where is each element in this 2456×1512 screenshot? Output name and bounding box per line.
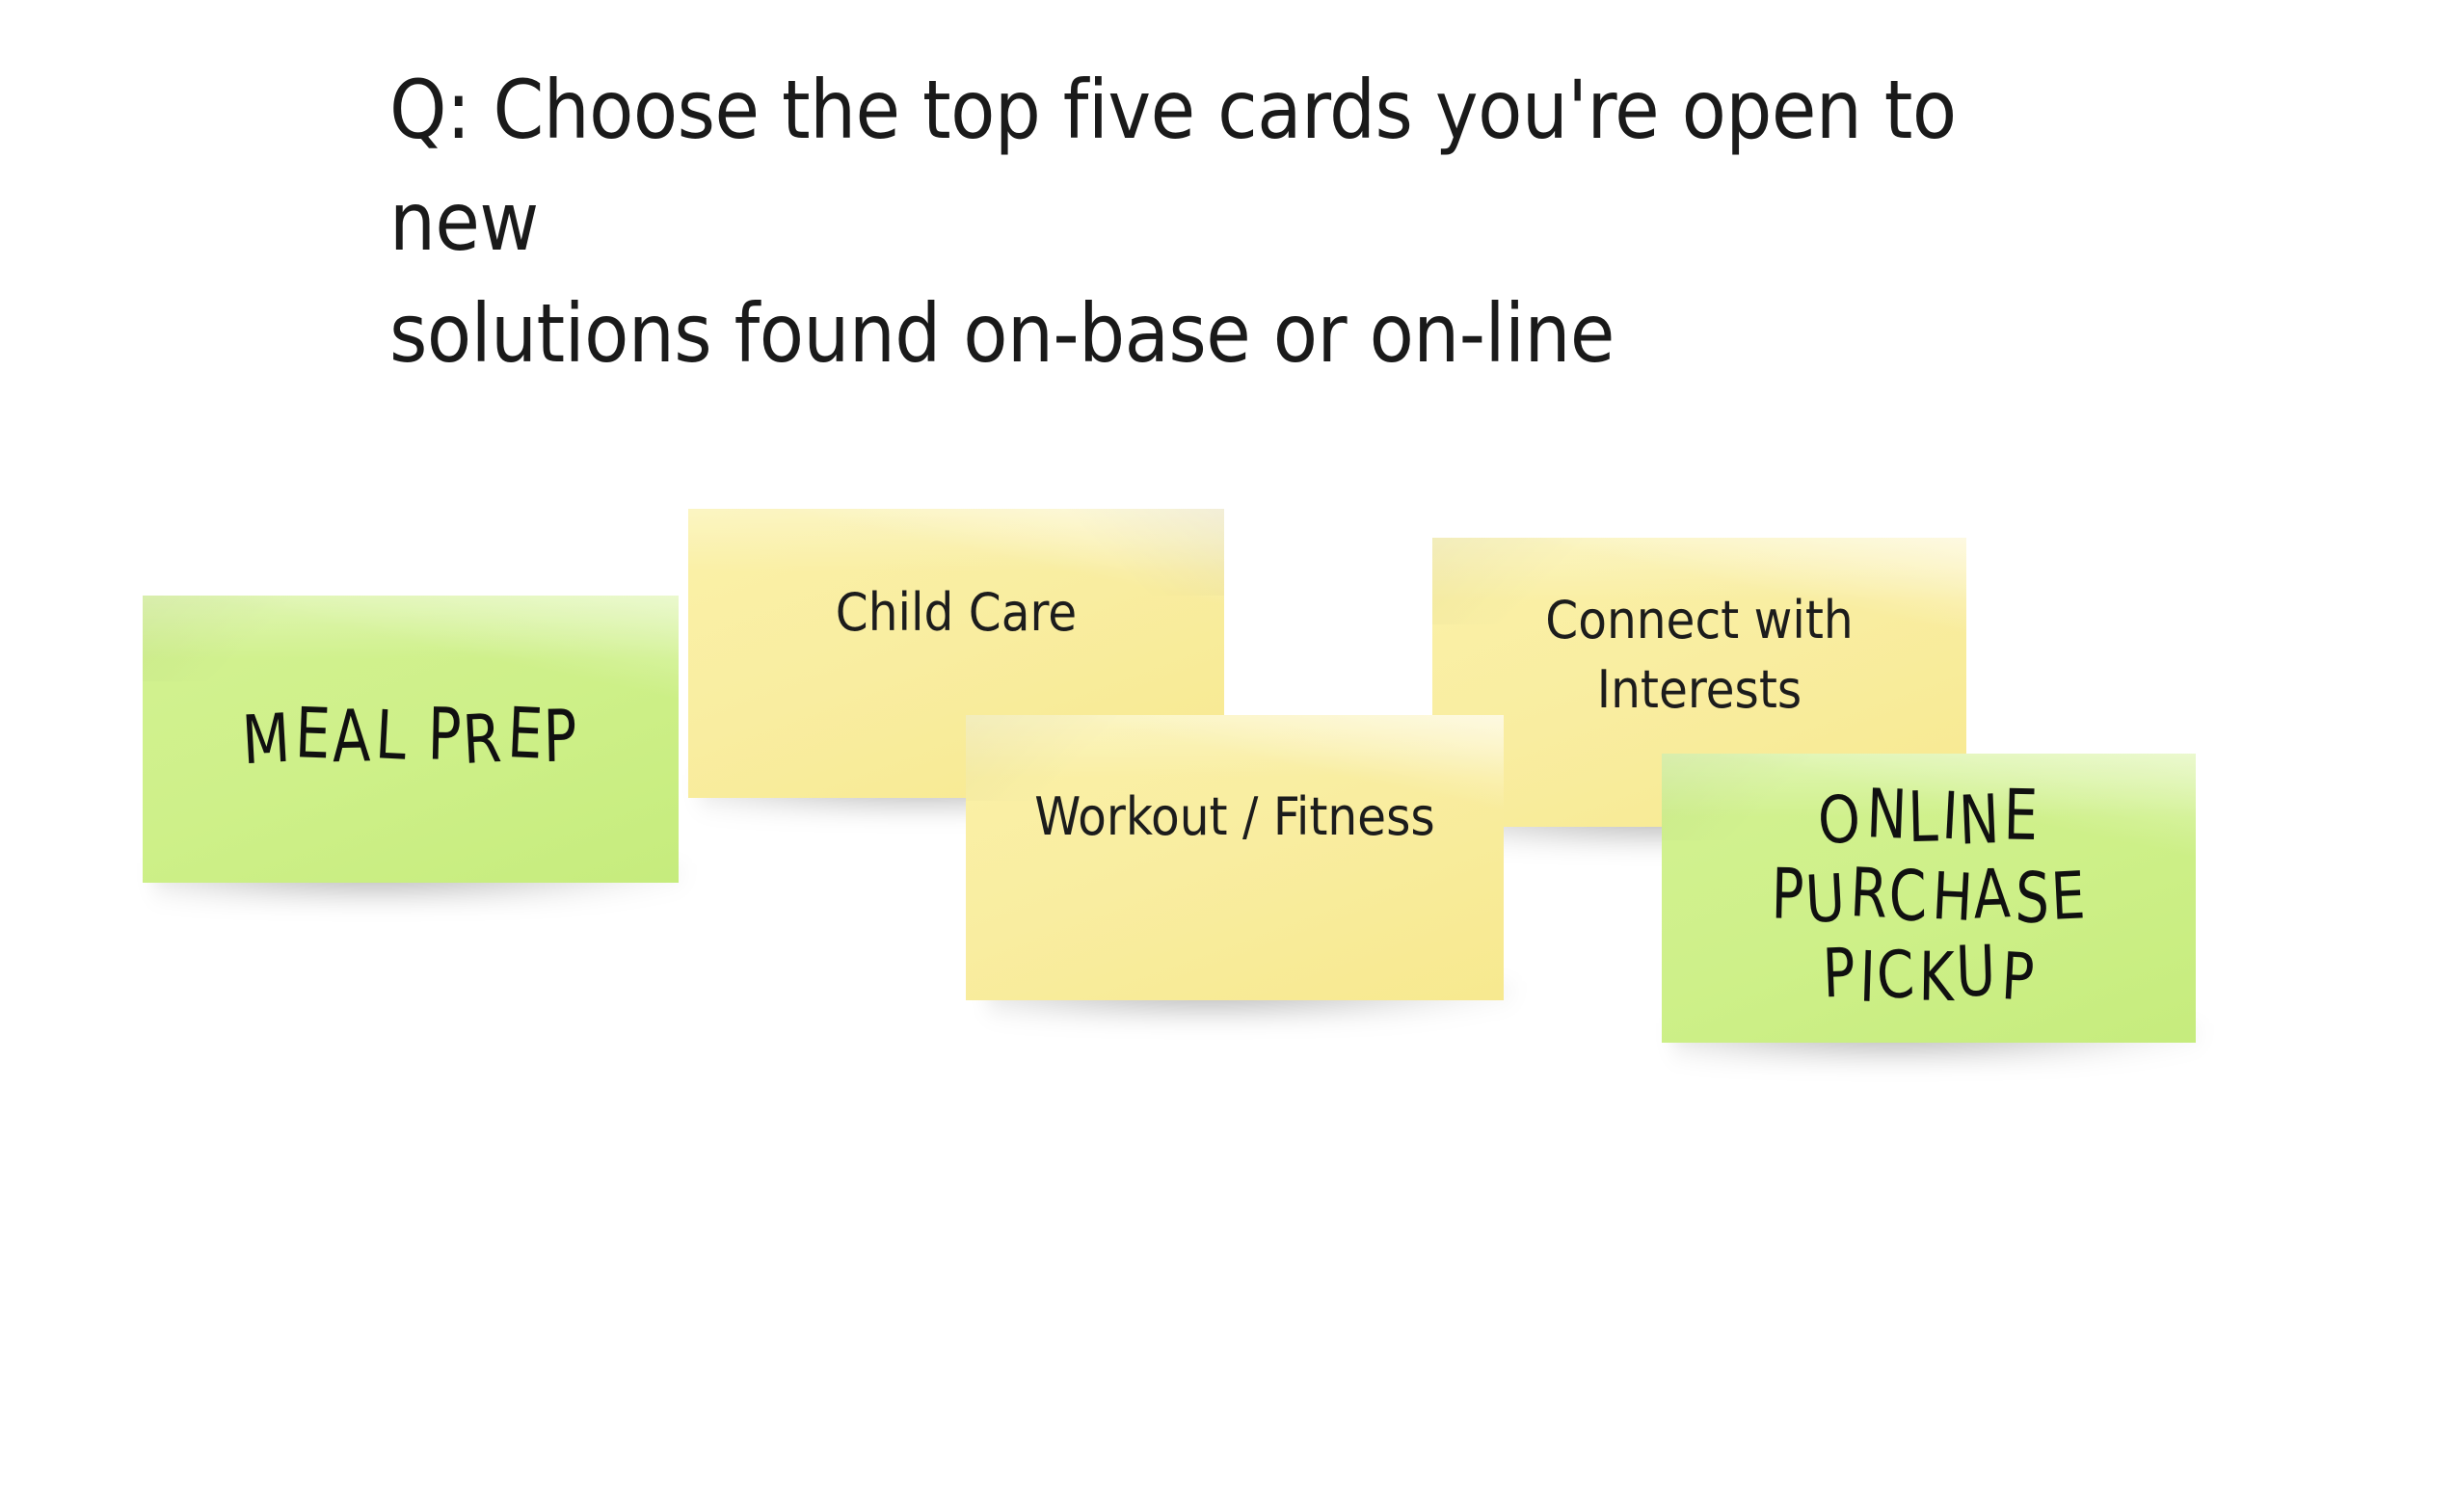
paper-corner-fold: [966, 715, 1149, 801]
question-prompt: Q: Choose the top five cards you're open…: [389, 63, 1957, 381]
note-paper-surface: [966, 715, 1504, 1000]
paper-corner-fold: [1662, 754, 1844, 840]
sticky-note-workout-fitness[interactable]: Workout / Fitness: [966, 715, 1504, 1000]
paper-sheen: [966, 715, 1504, 779]
paper-sheen: [1432, 538, 1966, 601]
paper-sheen: [688, 509, 1224, 572]
paper-sheen: [143, 596, 679, 659]
sticky-note-meal-prep[interactable]: MEAL PREP: [143, 596, 679, 883]
note-paper-surface: [143, 596, 679, 883]
note-label-child-care: Child Care: [835, 582, 1078, 643]
paper-corner-fold: [143, 596, 326, 682]
note-label-workout-fitness: Workout / Fitness: [1034, 786, 1435, 847]
note-label-connect-with-interests: Connect with Interests: [1545, 590, 1854, 720]
paper-corner-fold: [1041, 509, 1224, 596]
note-paper-surface: [1662, 754, 2196, 1043]
paper-sheen: [1662, 754, 2196, 817]
paper-corner-fold: [1432, 538, 1615, 624]
note-label-meal-prep: MEAL PREP: [239, 693, 579, 781]
